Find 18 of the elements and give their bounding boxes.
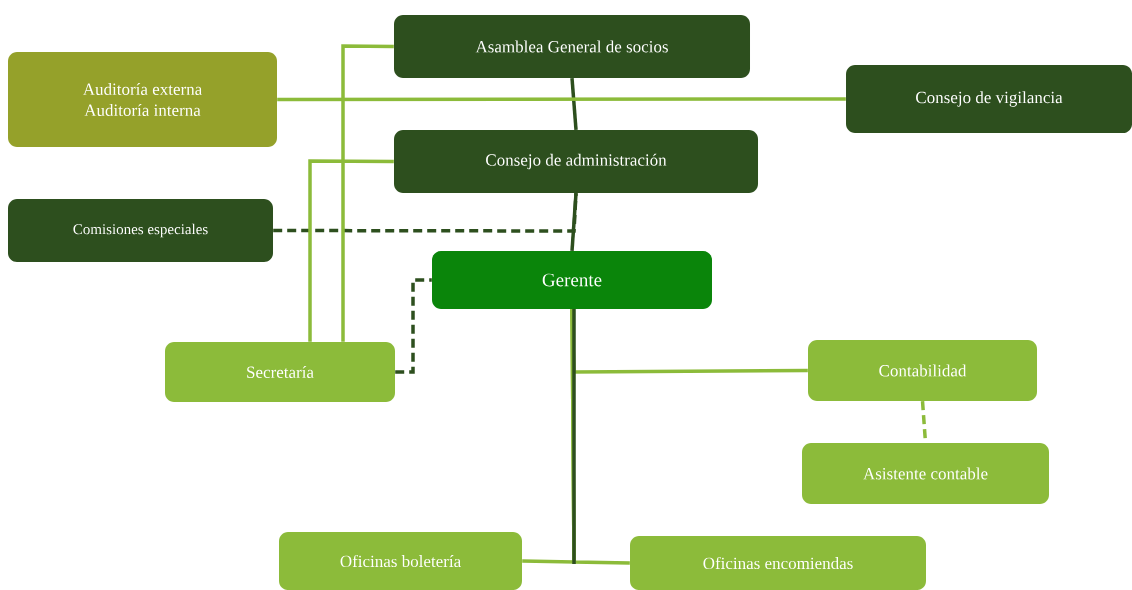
connector-line — [277, 97, 846, 102]
connector-line — [570, 78, 578, 130]
org-box: Gerente — [432, 251, 712, 309]
connector-line — [308, 159, 394, 342]
org-box: Asamblea General de socios — [394, 15, 750, 78]
org-box: Auditoría externa Auditoría interna — [8, 52, 277, 147]
org-box: Secretaría — [165, 342, 395, 402]
connector-line — [273, 193, 578, 233]
org-box: Contabilidad — [808, 340, 1037, 401]
org-box: Oficinas encomiendas — [630, 536, 926, 590]
org-box: Comisiones especiales — [8, 199, 273, 262]
connector-line — [570, 193, 578, 251]
org-box: Consejo de administración — [394, 130, 758, 193]
connector-line — [395, 278, 432, 374]
org-box: Asistente contable — [802, 443, 1049, 504]
connector-line — [341, 44, 394, 342]
org-box: Consejo de vigilancia — [846, 65, 1132, 133]
org-box: Oficinas boletería — [279, 532, 522, 590]
